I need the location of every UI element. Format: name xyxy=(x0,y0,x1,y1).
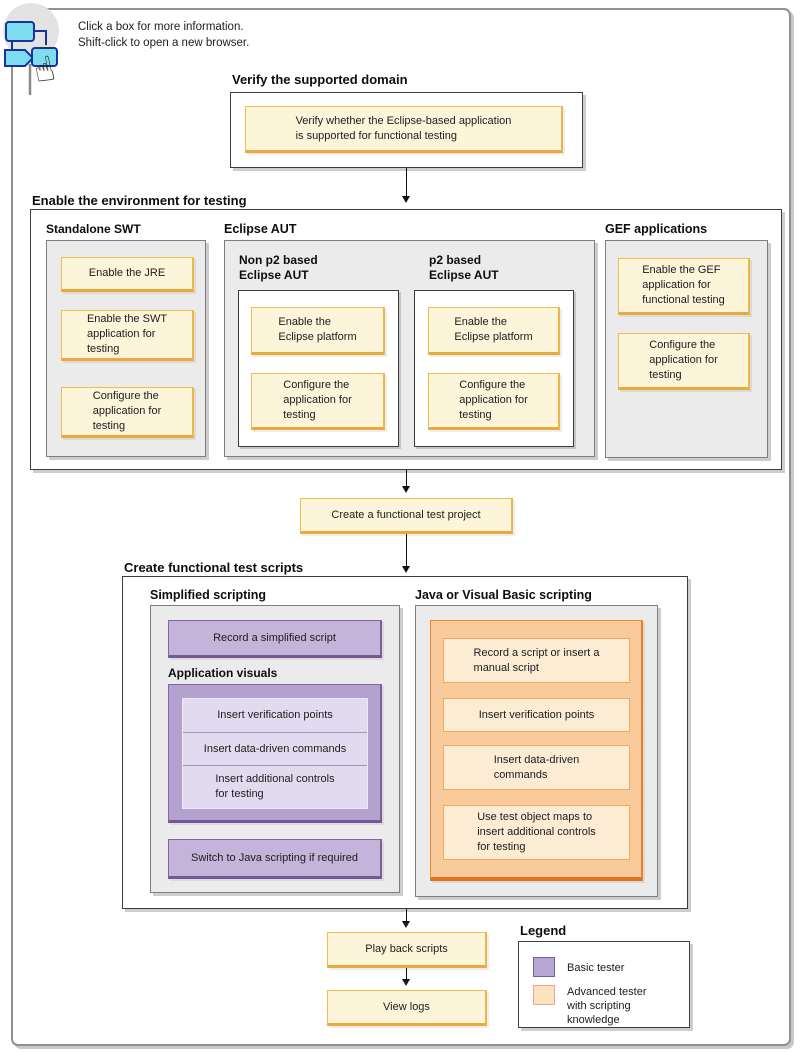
icon-elbow-connector xyxy=(34,30,47,50)
record-simplified-script-label: Record a simplified script xyxy=(213,631,336,644)
enable-gef-application-box[interactable]: Enable the GEF application for functiona… xyxy=(618,258,750,315)
verify-eclipse-supported-label: Verify whether the Eclipse-based applica… xyxy=(295,114,512,142)
arrow-environment-to-project xyxy=(402,470,410,493)
p2-configure-application-box[interactable]: Configure the application for testing xyxy=(428,373,560,430)
enable-swt-application-label: Enable the SWT application for testing xyxy=(86,313,168,355)
p2-configure-application-label: Configure the application for testing xyxy=(459,379,528,421)
section-title-verify-domain: Verify the supported domain xyxy=(232,72,408,87)
legend-label-basic-tester: Basic tester xyxy=(567,962,625,974)
insert-verification-points-java-box[interactable]: Insert verification points xyxy=(443,698,630,732)
record-simplified-script-box[interactable]: Record a simplified script xyxy=(168,620,382,658)
standalone-configure-application-box[interactable]: Configure the application for testing xyxy=(61,387,194,438)
play-back-scripts-label: Play back scripts xyxy=(365,942,448,955)
insert-verification-points-java-label: Insert verification points xyxy=(478,708,595,721)
p2-enable-eclipse-platform-label: Enable the Eclipse platform xyxy=(454,316,533,343)
view-logs-label: View logs xyxy=(383,1000,430,1013)
group-title-application-visuals: Application visuals xyxy=(168,666,278,680)
group-title-java-vb-scripting: Java or Visual Basic scripting xyxy=(415,588,592,602)
section-title-create-scripts: Create functional test scripts xyxy=(124,560,304,575)
icon-flow-box-top xyxy=(5,21,35,42)
enable-jre-label: Enable the JRE xyxy=(88,267,166,280)
insert-data-driven-commands-java-label: Insert data-driven commands xyxy=(493,753,580,781)
insert-verification-points-simplified-label: Insert verification points xyxy=(217,709,333,722)
group-title-standalone-swt: Standalone SWT xyxy=(46,222,141,236)
gef-configure-application-box[interactable]: Configure the application for testing xyxy=(618,333,750,390)
group-title-simplified-scripting: Simplified scripting xyxy=(150,588,266,602)
clickable-flowchart-icon: ☝ xyxy=(3,3,59,95)
enable-jre-box[interactable]: Enable the JRE xyxy=(61,257,194,292)
play-back-scripts-box[interactable]: Play back scripts xyxy=(327,932,487,968)
verify-eclipse-supported-box[interactable]: Verify whether the Eclipse-based applica… xyxy=(245,106,563,153)
arrow-project-to-scripts xyxy=(402,534,410,573)
legend-swatch-basic-tester xyxy=(533,957,555,977)
instruction-note: Click a box for more information. Shift-… xyxy=(78,21,250,49)
insert-data-driven-commands-java-box[interactable]: Insert data-driven commands xyxy=(443,745,630,790)
non-p2-enable-eclipse-platform-box[interactable]: Enable the Eclipse platform xyxy=(251,307,385,355)
record-script-or-manual-box[interactable]: Record a script or insert a manual scrip… xyxy=(443,638,630,683)
non-p2-configure-application-label: Configure the application for testing xyxy=(283,379,352,421)
enable-gef-application-label: Enable the GEF application for functiona… xyxy=(642,264,725,306)
group-title-eclipse-aut: Eclipse AUT xyxy=(224,222,297,236)
insert-data-driven-commands-simplified-box[interactable]: Insert data-driven commands xyxy=(183,733,367,766)
use-test-object-maps-box[interactable]: Use test object maps to insert additiona… xyxy=(443,805,630,860)
section-title-enable-environment: Enable the environment for testing xyxy=(32,193,247,208)
use-test-object-maps-label: Use test object maps to insert additiona… xyxy=(477,811,596,853)
insert-verification-points-simplified-box[interactable]: Insert verification points xyxy=(183,699,367,733)
create-test-project-label: Create a functional test project xyxy=(331,508,481,521)
legend-title: Legend xyxy=(520,923,567,938)
insert-additional-controls-simplified-label: Insert additional controls for testing xyxy=(215,773,335,800)
icon-flow-box-highlight xyxy=(31,47,58,67)
legend-label-advanced-tester: Advanced tester with scripting knowledge xyxy=(567,986,647,1027)
p2-enable-eclipse-platform-box[interactable]: Enable the Eclipse platform xyxy=(428,307,560,355)
legend-box: Basic tester Advanced tester with script… xyxy=(518,941,690,1028)
switch-to-java-scripting-label: Switch to Java scripting if required xyxy=(191,851,358,864)
diagram-frame xyxy=(11,8,791,1046)
group-title-p2: p2 based Eclipse AUT xyxy=(429,253,499,282)
switch-to-java-scripting-box[interactable]: Switch to Java scripting if required xyxy=(168,839,382,879)
insert-additional-controls-simplified-box[interactable]: Insert additional controls for testing xyxy=(183,766,367,808)
arrow-verify-to-environment xyxy=(402,168,410,203)
record-script-or-manual-label: Record a script or insert a manual scrip… xyxy=(473,646,600,674)
icon-flow-arrow-shape xyxy=(4,49,35,67)
view-logs-box[interactable]: View logs xyxy=(327,990,487,1026)
insert-data-driven-commands-simplified-label: Insert data-driven commands xyxy=(203,742,347,755)
non-p2-enable-eclipse-platform-label: Enable the Eclipse platform xyxy=(278,316,357,343)
non-p2-configure-application-box[interactable]: Configure the application for testing xyxy=(251,373,385,430)
legend-swatch-advanced-tester xyxy=(533,985,555,1005)
arrow-playback-to-logs xyxy=(402,968,410,986)
arrow-scripts-to-playback xyxy=(402,909,410,928)
group-title-non-p2: Non p2 based Eclipse AUT xyxy=(239,253,318,282)
group-title-gef: GEF applications xyxy=(605,222,708,236)
application-visuals-list: Insert verification points Insert data-d… xyxy=(182,698,368,809)
enable-swt-application-box[interactable]: Enable the SWT application for testing xyxy=(61,310,194,361)
gef-configure-application-label: Configure the application for testing xyxy=(649,339,718,381)
standalone-configure-application-label: Configure the application for testing xyxy=(92,390,162,432)
create-test-project-box[interactable]: Create a functional test project xyxy=(300,498,513,534)
